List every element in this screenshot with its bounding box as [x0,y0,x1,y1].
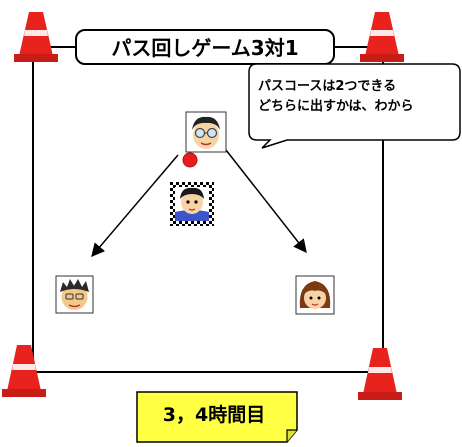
face-spiky-icon [55,275,94,314]
player-receiver-left [55,275,94,314]
player-receiver-right [295,275,335,315]
cone-top-left [14,12,58,62]
period-note: 3，4時間目 [136,391,298,443]
pass-arrow-left [91,154,179,258]
callout-line-2: どちらに出すかは、わから [258,98,413,114]
player-passer [185,111,227,153]
title-text: パス回しゲーム3対1 [111,36,298,60]
callout-line-1: パスコースは2つできる [258,79,396,94]
pass-arrow-right [225,149,307,254]
callout-bubble: パスコースは2つできる どちらに出すかは、わから [248,63,461,149]
ball [182,152,198,168]
face-boy-icon [170,182,214,226]
face-glasses-icon [185,111,227,153]
cone-bottom-left [2,345,46,397]
face-girl-icon [295,275,335,315]
title-box: パス回しゲーム3対1 [75,29,335,65]
period-label: 3，4時間目 [163,404,265,426]
player-defender [170,182,214,226]
cone-top-right [360,12,404,62]
cone-bottom-right [358,348,402,400]
